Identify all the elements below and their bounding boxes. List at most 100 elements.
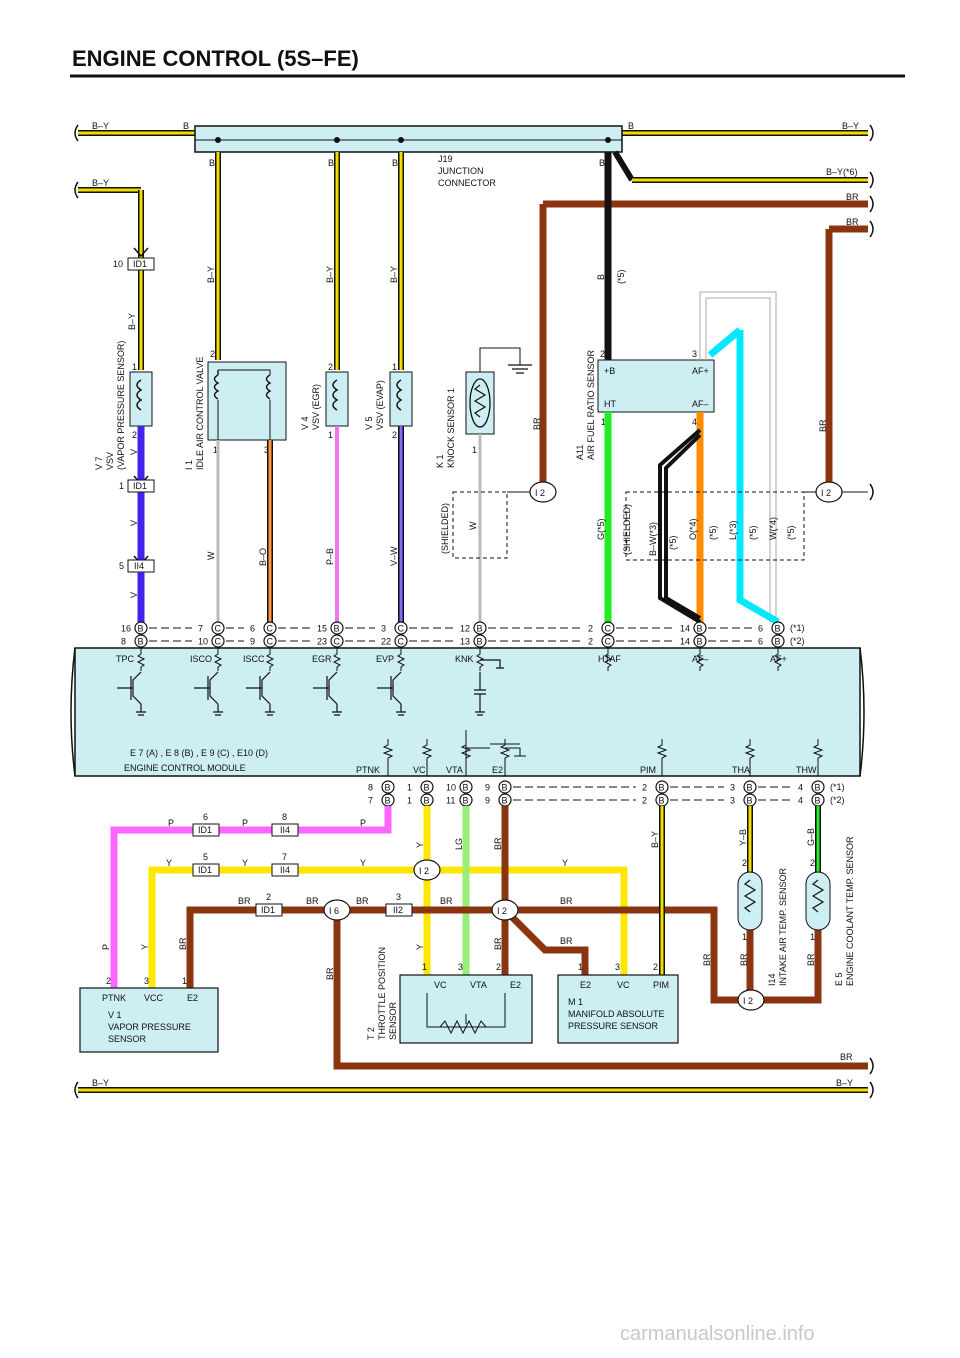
pin-number: 6: [250, 624, 255, 634]
svg-text:2: 2: [600, 349, 605, 359]
pin-letter: C: [398, 624, 405, 634]
bus-b-left-label: B: [183, 121, 189, 131]
svg-text:I 2: I 2: [497, 906, 507, 916]
svg-text:3: 3: [458, 962, 463, 972]
svg-text:ENGINE COOLANT TEMP. SENSOR: ENGINE COOLANT TEMP. SENSOR: [845, 836, 855, 986]
svg-text:BR: BR: [440, 896, 453, 906]
pin-number: 2: [642, 796, 647, 806]
temp-sensor-wires: Y–B G–B 2 2 1 1 I14 INTAKE AIR TEMP. SEN…: [737, 806, 855, 986]
pin-letter: B: [385, 783, 391, 793]
pin-letter: B: [815, 783, 821, 793]
svg-text:8: 8: [282, 812, 287, 822]
svg-text:L(*3): L(*3): [728, 520, 738, 540]
svg-text:Y: Y: [562, 858, 568, 868]
br-label-1: BR: [846, 192, 859, 202]
pin-number: 6: [758, 624, 763, 634]
svg-text:1: 1: [742, 932, 747, 942]
svg-text:1: 1: [213, 445, 218, 455]
pin-number: 6: [758, 637, 763, 647]
ecm-terminal-label: PIM: [640, 765, 656, 775]
ecm-top-pin-row1: B15: [317, 621, 344, 635]
svg-text:VSV (EGR): VSV (EGR): [311, 384, 321, 430]
pin-letter: C: [334, 637, 341, 647]
ecm-top-pin-row2: B8: [121, 634, 148, 648]
bus-top-right-label: B–Y: [842, 121, 859, 131]
svg-text:II4: II4: [280, 825, 290, 835]
pin-number: 10: [198, 637, 208, 647]
ecm-bottom-pin-row2: B4: [798, 793, 825, 807]
ecm-terminal-label: VC: [413, 765, 426, 775]
throttle-position-sensor-t2: 1 3 2 VC VTA E2 T 2 THROTTLE POSITION SE…: [366, 947, 533, 1044]
svg-text:KNOCK SENSOR 1: KNOCK SENSOR 1: [446, 388, 456, 468]
ecm-terminal-label: PTNK: [356, 765, 380, 775]
svg-text:E2: E2: [187, 993, 198, 1003]
svg-text:BR: BR: [806, 953, 816, 966]
ecm-top-pin-row2: B 14: [680, 634, 707, 648]
tps-body: [399, 974, 533, 1044]
pin-letter: C: [215, 624, 222, 634]
svg-text:VAPOR PRESSURE: VAPOR PRESSURE: [108, 1022, 191, 1032]
svg-text:VC: VC: [617, 980, 630, 990]
svg-text:P–B: P–B: [325, 548, 335, 565]
svg-text:1: 1: [132, 362, 137, 372]
svg-text:B: B: [599, 158, 605, 168]
vta-wire: LG: [454, 806, 470, 990]
svg-text:BR: BR: [493, 837, 503, 850]
variant-star2: (*2): [790, 636, 805, 646]
pim-wire: B–Y: [650, 806, 665, 990]
svg-text:ID1: ID1: [133, 481, 147, 491]
svg-text:BR: BR: [325, 967, 335, 980]
svg-text:VC: VC: [434, 980, 447, 990]
pin-number: 14: [680, 637, 690, 647]
ecm-top-pin-row1: C3: [381, 621, 408, 635]
map-sensor-m1: 1 3 2 E2 VC PIM M 1 MANIFOLD ABSOLUTE PR…: [557, 962, 679, 1044]
svg-text:(*5): (*5): [708, 525, 718, 540]
svg-text:I 2: I 2: [535, 488, 545, 498]
svg-text:BR: BR: [238, 896, 251, 906]
svg-text:2: 2: [266, 892, 271, 902]
ect-sensor-body: [805, 871, 831, 931]
pin-letter: B: [502, 783, 508, 793]
ecm-terminal-label: ISCC: [243, 654, 265, 664]
svg-text:G(*5): G(*5): [596, 518, 606, 540]
ecm-bottom-pin-row2: B11: [446, 793, 473, 807]
pin-letter: B: [697, 637, 703, 647]
svg-text:4: 4: [692, 417, 697, 427]
ecm-top-pin-row2: C10: [198, 634, 225, 648]
top-bus: B–Y B B B–Y J19 JUNCTION CONNECTOR: [74, 121, 874, 188]
svg-text:Y–B: Y–B: [738, 829, 748, 846]
svg-text:W: W: [206, 551, 216, 560]
junction-id: J19: [438, 154, 453, 164]
svg-text:BR: BR: [560, 936, 573, 946]
vsv-v7-sub: (VAPOR PRESSURE SENSOR): [116, 341, 126, 470]
svg-text:E2: E2: [510, 980, 521, 990]
svg-text:10: 10: [113, 259, 123, 269]
pin-number: 1: [407, 796, 412, 806]
pin-number: 3: [730, 783, 735, 793]
ecm-bottom-pin-row2: B2: [642, 793, 669, 807]
pin-letter: B: [697, 624, 703, 634]
page-title: ENGINE CONTROL (5S–FE): [72, 46, 359, 71]
ecm-top-pin-row1: C7: [198, 621, 225, 635]
svg-text:II4: II4: [134, 561, 144, 571]
watermark-text: carmanualsonline.info: [620, 1323, 815, 1345]
i6-connector: [323, 899, 351, 921]
svg-text:T 2: T 2: [366, 1027, 376, 1040]
pin-letter: B: [138, 637, 144, 647]
i2-connector-temp: [737, 989, 765, 1011]
iacv-i1: B B–Y 2 1 3 W B–O I 1 IDLE AIR CONTROL V…: [184, 152, 287, 622]
pin-letter: B: [424, 796, 430, 806]
iacv-name: IDLE AIR CONTROL VALVE: [195, 357, 205, 470]
svg-text:LG: LG: [454, 838, 464, 850]
ecm-terminal-label: HTAF: [598, 654, 621, 664]
left-feed-label: B–Y: [92, 178, 109, 188]
svg-text:V 1: V 1: [108, 1010, 122, 1020]
pin-number: 3: [381, 624, 386, 634]
svg-text:BR: BR: [702, 953, 712, 966]
bottom-bus-left-label: B–Y: [92, 1078, 109, 1088]
pin-letter: B: [463, 796, 469, 806]
ptnk-wire: ID1 6 II4 8 P P P P: [101, 806, 392, 990]
svg-text:M 1: M 1: [568, 997, 583, 1007]
